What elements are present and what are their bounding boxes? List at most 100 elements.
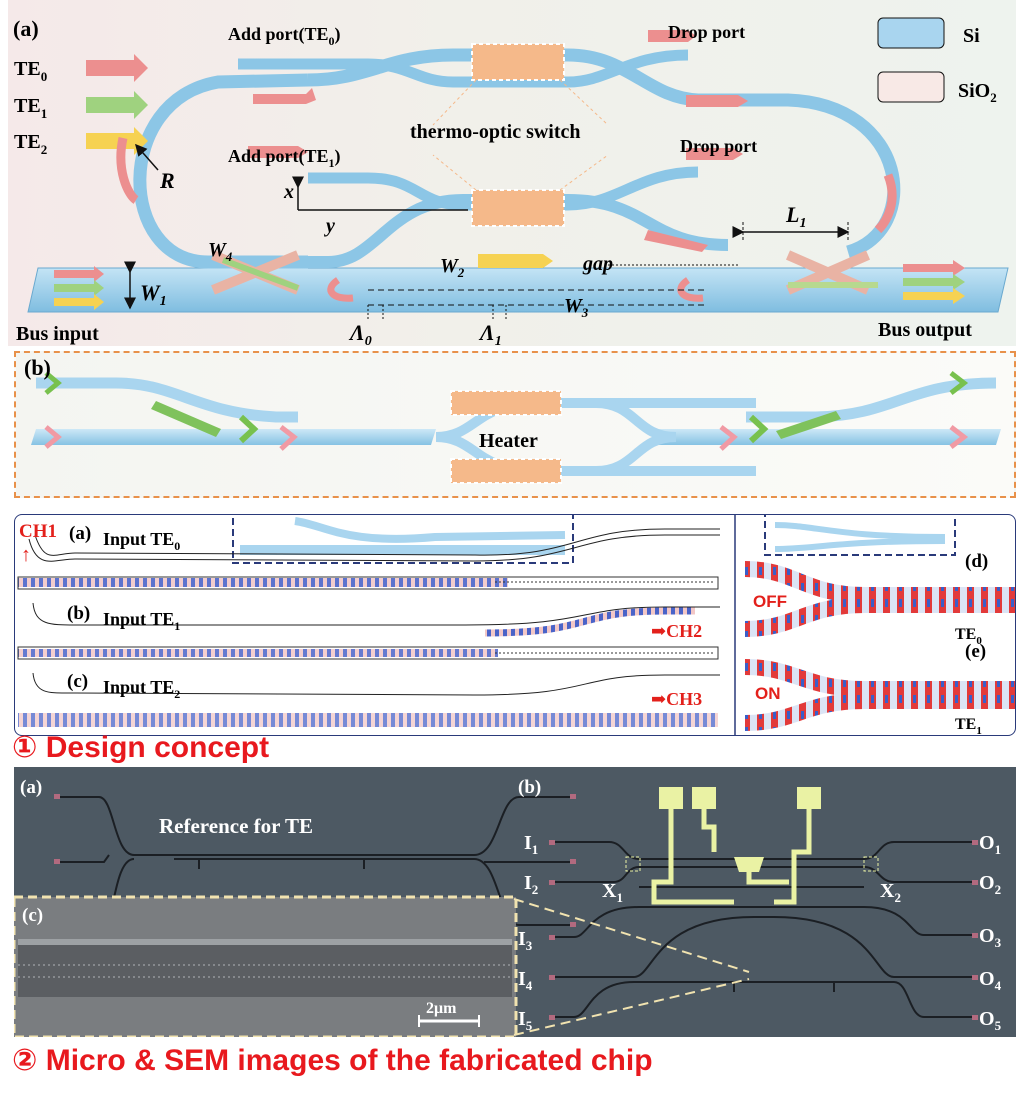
upper-bend-left	[36, 377, 298, 423]
inset-coupler-bus	[240, 545, 565, 555]
inset-coupler-guide	[294, 517, 566, 543]
heater-top	[471, 43, 565, 81]
sem-waveguide-edge	[18, 939, 512, 945]
sim-c-text: Input TE2	[103, 677, 180, 701]
sim-b-text: Input TE1	[103, 609, 180, 633]
symbol-l1: L1	[785, 202, 806, 231]
panel-b-svg: (b) Heater	[24, 355, 1001, 484]
legend-sio2-label: SiO2	[958, 80, 997, 105]
sim-on-label: ON	[755, 684, 781, 703]
panel-a-label: (a)	[13, 16, 39, 41]
micro-a-label: (a)	[20, 777, 42, 798]
add-port-te0-waveguide	[238, 49, 689, 88]
port-label-o3: O3	[979, 925, 1002, 950]
sim-b-field	[18, 649, 498, 657]
sim-ch1-label: CH1	[19, 521, 57, 542]
bus-input-arrows	[54, 266, 104, 310]
symbol-r: R	[159, 168, 175, 193]
sim-e-label: (e)	[965, 641, 986, 662]
micrograph-svg: (a) Reference for TE (b) (c) 2μm I1 I2 I…	[14, 777, 1002, 1037]
symbol-w3: W3	[564, 295, 589, 320]
bus-output-label: Bus output	[878, 319, 972, 341]
bus-waveguide-b-right	[651, 429, 1001, 445]
sim-c-upper-guide	[32, 672, 720, 696]
mzi-arms-right	[595, 398, 677, 476]
port-label-i3: I3	[518, 928, 533, 953]
add-port-te0-label: Add port(TE0)	[228, 24, 341, 48]
sim-b-label: (b)	[67, 603, 90, 624]
sim-b-mode-field	[484, 607, 695, 637]
heater-label: Heater	[479, 430, 538, 452]
legend-si-label: Si	[963, 25, 980, 47]
sim-a-upper-guide	[28, 534, 720, 562]
on-field-lower	[744, 693, 1015, 731]
micro-b-label: (b)	[518, 777, 541, 798]
bus-output-arrows	[903, 260, 965, 304]
design-concept-caption: ① Design concept	[12, 731, 270, 764]
legend-sio2-swatch	[877, 71, 945, 103]
mode-label-te1: TE1	[14, 95, 47, 121]
crossing-label-x1: X1	[602, 880, 623, 905]
left-ring-waveguide	[133, 73, 309, 269]
symbol-w2: W2	[440, 255, 465, 280]
heater-connector	[559, 79, 609, 126]
sim-ch1-arrow: ↑	[21, 544, 31, 566]
legend-si-swatch	[877, 17, 945, 49]
symbol-w4: W4	[208, 239, 233, 264]
switch-label: thermo-optic switch	[410, 121, 581, 143]
heater-connector	[559, 154, 609, 191]
off-field-lower	[744, 597, 1015, 637]
symbol-lambda1: Λ1	[478, 320, 502, 346]
port-label-i5: I5	[518, 1008, 533, 1033]
on-field-upper	[744, 659, 1015, 697]
sim-a-text: Input TE0	[103, 529, 180, 553]
device-pads	[549, 840, 978, 1020]
symbol-y: y	[324, 215, 335, 237]
sim-a-bus	[17, 576, 719, 590]
reference-label: Reference for TE	[159, 814, 313, 838]
sim-off-label: OFF	[753, 592, 787, 611]
mode-label-te2: TE2	[14, 131, 47, 157]
sim-a-label: (a)	[69, 523, 91, 544]
off-field-upper	[744, 561, 1015, 603]
heater-bottom	[471, 189, 565, 227]
crossing-label-x2: X2	[880, 880, 901, 905]
panel-b-arrows	[44, 371, 969, 451]
fabricated-chip-caption: ② Micro & SEM images of the fabricated c…	[12, 1044, 653, 1077]
crossing-markers	[625, 856, 879, 872]
heater-connector	[432, 79, 477, 126]
schematic-panel-a: (a) TE0 TE1 TE2 Add port(TE0) Add port(T…	[8, 0, 1016, 346]
heater-pads	[659, 787, 821, 872]
sim-b-upper-guide	[32, 602, 720, 626]
panel-b-label: (b)	[24, 355, 51, 380]
heater-connector	[432, 154, 477, 191]
simulation-panel: CH1 ↑ (a) Input TE0 (b) Input TE1 ➡CH2 (…	[14, 514, 1016, 736]
port-label-i1: I1	[524, 832, 538, 857]
sim-d-label: (d)	[965, 551, 988, 572]
drop-port-mid-label: Drop port	[680, 136, 757, 156]
simulation-svg: CH1 ↑ (a) Input TE0 (b) Input TE1 ➡CH2 (…	[17, 515, 1015, 735]
heater-b-top	[450, 390, 562, 416]
schematic-panel-b: (b) Heater	[14, 351, 1016, 498]
heater-b-bottom	[450, 458, 562, 484]
dimension-lines	[124, 143, 850, 320]
sim-c-label: (c)	[67, 671, 88, 692]
port-label-o2: O2	[979, 872, 1001, 897]
sim-te0-label: TE0	[955, 626, 982, 647]
add-port-te1-label: Add port(TE1)	[228, 146, 341, 170]
sim-ch2-label: ➡CH2	[651, 621, 702, 641]
sim-c-field	[18, 713, 718, 727]
bus-input-label: Bus input	[16, 323, 99, 345]
symbol-x: x	[283, 181, 294, 203]
port-label-i4: I4	[518, 968, 533, 993]
drop-port-top-label: Drop port	[668, 22, 745, 42]
sim-a-upper-guide	[34, 528, 720, 556]
device-waveguides	[554, 841, 974, 1018]
sim-a-field	[18, 578, 508, 587]
schematic-svg: (a) TE0 TE1 TE2 Add port(TE0) Add port(T…	[13, 16, 1009, 346]
symbol-gap: gap	[582, 253, 613, 275]
sim-ch3-label: ➡CH3	[651, 689, 702, 709]
bus-waveguide-b	[31, 429, 436, 445]
port-label-o4: O4	[979, 968, 1002, 993]
mode-label-te0: TE0	[14, 58, 47, 84]
